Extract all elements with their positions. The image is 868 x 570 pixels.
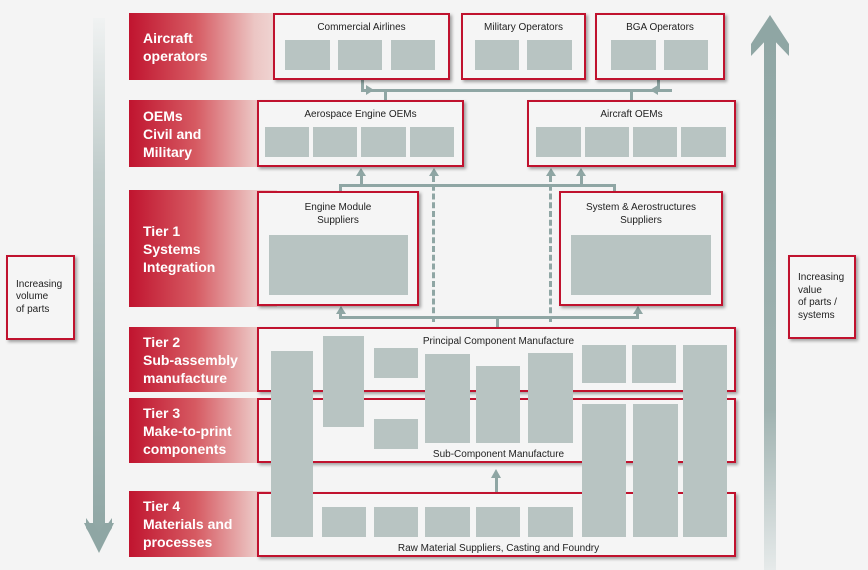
connector — [339, 184, 342, 192]
placeholder-block — [571, 235, 711, 295]
box-title: Aerospace Engine OEMs — [304, 109, 417, 120]
component-block — [528, 507, 573, 537]
box-bga-operators: BGA Operators — [595, 13, 725, 80]
placeholder-block — [611, 40, 656, 70]
connector — [339, 184, 616, 187]
box-title: Aircraft OEMs — [600, 109, 663, 120]
component-block — [476, 507, 520, 537]
tier-label-aircraft-operators: Aircraft operators — [129, 13, 277, 80]
component-block — [323, 336, 364, 427]
connector — [613, 184, 616, 192]
arrow-up-icon — [336, 306, 346, 314]
placeholder-block — [391, 40, 435, 70]
placeholder-block — [585, 127, 629, 157]
component-block — [582, 404, 626, 537]
connector — [630, 89, 633, 101]
component-block — [271, 351, 313, 537]
placeholder-block — [338, 40, 382, 70]
arrow-up-icon — [751, 15, 789, 570]
placeholder-block — [633, 127, 677, 157]
component-block — [632, 345, 676, 383]
note-increasing-volume: Increasing volume of parts — [6, 255, 75, 340]
value-arrow — [750, 14, 790, 570]
box-commercial-airlines: Commercial Airlines — [273, 13, 450, 80]
box-title: System & Aerostructures Suppliers — [585, 202, 697, 226]
component-block — [476, 366, 520, 443]
placeholder-block — [527, 40, 572, 70]
connector — [339, 316, 639, 319]
box-title: Commercial Airlines — [317, 22, 406, 33]
arrow-up-icon — [576, 168, 586, 176]
component-block — [322, 507, 366, 537]
connector — [657, 79, 660, 91]
placeholder-block — [269, 235, 408, 295]
component-block — [374, 348, 418, 378]
note-increasing-value: Increasing value of parts / systems — [788, 255, 856, 339]
box-title: BGA Operators — [626, 22, 694, 33]
placeholder-block — [265, 127, 309, 157]
component-block — [582, 345, 626, 383]
arrow-left-icon — [650, 85, 658, 95]
placeholder-block — [410, 127, 454, 157]
placeholder-block — [361, 127, 406, 157]
box-aerospace-engine-oems: Aerospace Engine OEMs — [257, 100, 464, 167]
connector — [339, 310, 342, 318]
tier-label-tier2: Tier 2 Sub-assembly manufacture — [129, 327, 277, 392]
box-engine-module-suppliers: Engine Module Suppliers — [257, 191, 419, 306]
connector — [361, 79, 364, 91]
placeholder-block — [681, 127, 726, 157]
connector — [360, 172, 363, 185]
arrow-down-icon — [84, 18, 114, 553]
component-block — [425, 507, 470, 537]
component-block — [374, 507, 418, 537]
placeholder-block — [313, 127, 357, 157]
box-system-aerostructures-suppliers: System & Aerostructures Suppliers — [559, 191, 723, 306]
volume-arrow — [84, 18, 114, 563]
connector — [580, 172, 583, 185]
placeholder-block — [475, 40, 519, 70]
connector — [361, 89, 672, 92]
arrow-up-icon — [429, 168, 439, 176]
placeholder-block — [285, 40, 330, 70]
dashed-connector — [432, 176, 435, 322]
arrow-up-icon — [491, 469, 501, 478]
arrow-up-icon — [546, 168, 556, 176]
tier-label-tier1: Tier 1 Systems Integration — [129, 190, 277, 307]
component-block — [633, 404, 678, 537]
arrow-right-icon — [366, 85, 374, 95]
box-aircraft-oems: Aircraft OEMs — [527, 100, 736, 167]
component-block — [374, 419, 418, 449]
connector — [636, 310, 639, 318]
connector — [384, 89, 387, 101]
tier-label-tier4: Tier 4 Materials and processes — [129, 491, 277, 557]
component-block — [425, 354, 470, 443]
arrow-up-icon — [633, 306, 643, 314]
box-title: Sub-Component Manufacture — [432, 449, 565, 460]
placeholder-block — [536, 127, 581, 157]
box-title: Principal Component Manufacture — [422, 336, 575, 347]
connector — [496, 316, 499, 328]
tier-label-tier3: Tier 3 Make-to-print components — [129, 398, 277, 463]
component-block — [528, 353, 573, 443]
dashed-connector — [549, 176, 552, 322]
box-title: Military Operators — [484, 22, 563, 33]
arrow-up-icon — [356, 168, 366, 176]
component-block — [683, 345, 727, 537]
tier-label-oems: OEMs Civil and Military — [129, 100, 277, 167]
box-title: Engine Module Suppliers — [304, 202, 372, 226]
connector — [495, 476, 498, 494]
box-title: Raw Material Suppliers, Casting and Foun… — [397, 543, 600, 554]
box-military-operators: Military Operators — [461, 13, 586, 80]
placeholder-block — [664, 40, 708, 70]
